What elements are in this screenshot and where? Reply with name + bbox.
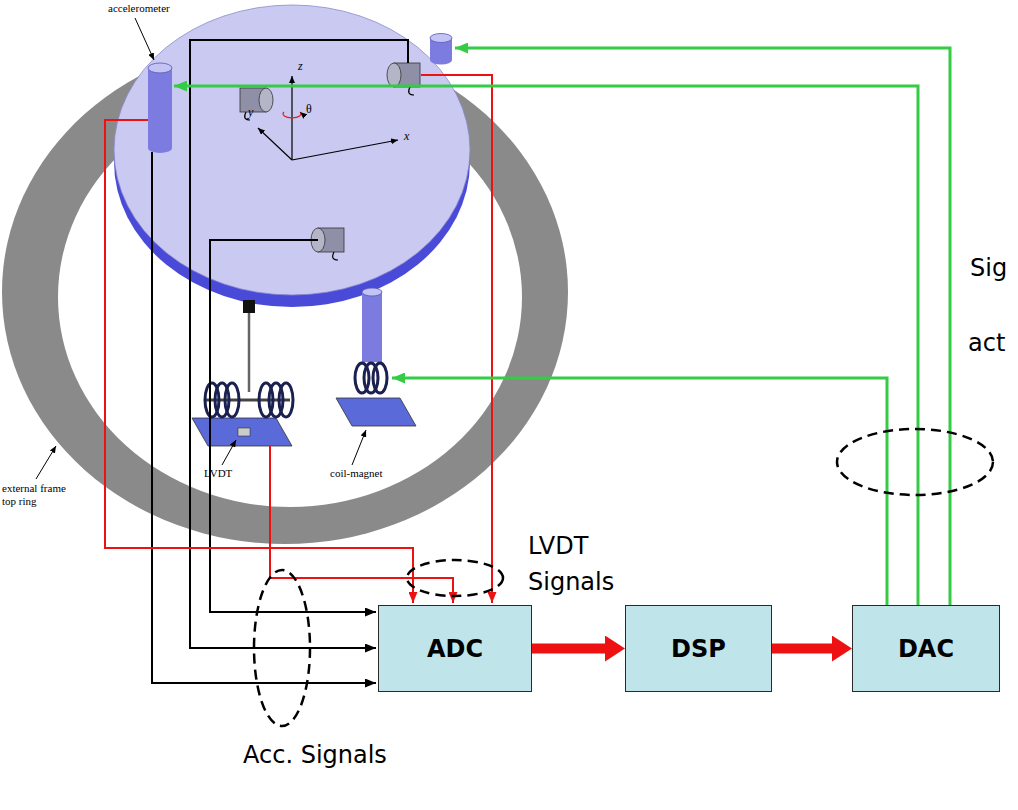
drive-wire (174, 86, 918, 605)
process-box: DSP (625, 605, 772, 692)
leader-line (135, 18, 154, 60)
coil-wire (333, 252, 338, 260)
part-label: coil-magnet (330, 467, 383, 480)
accelerometer-body (148, 68, 172, 148)
platform-top (114, 5, 470, 295)
accelerometer-top (148, 63, 172, 73)
lvdt-base (192, 418, 292, 446)
coil-actuator (311, 228, 344, 260)
process-box: DAC (852, 605, 1000, 692)
coil-actuator (240, 88, 273, 120)
axis-label: y (248, 106, 253, 120)
signal-label: act (968, 330, 1005, 358)
coil-actuator (387, 63, 420, 95)
group-ellipse (407, 560, 503, 596)
lvdt-mount (243, 300, 255, 313)
leader-line (352, 430, 366, 465)
drive-wire (455, 48, 950, 605)
box-label: DAC (898, 635, 954, 663)
accelerometer-top (430, 34, 452, 43)
magnet-column (362, 292, 382, 362)
coil-end (387, 63, 401, 87)
accelerometer-body (148, 143, 172, 153)
signal-arrow (772, 644, 832, 654)
rotation-arrow (283, 112, 301, 118)
group-ellipse (254, 570, 310, 726)
signal-wire (421, 75, 492, 603)
leader-line (222, 440, 236, 465)
box-label: ADC (427, 635, 483, 663)
lvdt-chip (238, 428, 250, 436)
signal-wire (270, 446, 453, 603)
lvdt-coils (205, 383, 293, 417)
axis-line (258, 128, 292, 160)
signal-wire (210, 240, 376, 612)
magnet-top (362, 288, 382, 296)
process-box: ADC (378, 605, 532, 692)
signal-wire (152, 152, 376, 683)
signal-label: Acc. Signals (243, 742, 387, 770)
signal-arrow (532, 644, 605, 654)
part-label: external frame top ring (2, 482, 76, 507)
leader-line (36, 446, 56, 479)
lvdt-coil (279, 383, 293, 417)
axis-label: x (404, 130, 409, 144)
coil-wire (409, 87, 414, 95)
signal-label: LVDT Signals (528, 528, 653, 600)
accelerometer-body (430, 56, 452, 65)
signal-wire (105, 120, 413, 603)
lvdt-rod (248, 313, 251, 392)
axis-label: θ (306, 103, 312, 117)
lvdt-coil (225, 383, 239, 417)
signal-wire (190, 40, 408, 648)
signal-label: Sig (970, 255, 1007, 283)
part-label: accelerometer (108, 2, 170, 15)
magnet-coils (355, 363, 387, 393)
box-label: DSP (671, 635, 726, 663)
group-ellipse (837, 429, 993, 495)
drive-wire (392, 378, 887, 605)
coil-end (259, 88, 273, 112)
magnet-coil (373, 363, 387, 393)
part-label: LVDT (204, 467, 232, 480)
axis-label: z (298, 60, 303, 74)
coil-magnet-base (336, 398, 416, 426)
axis-line (292, 140, 398, 160)
